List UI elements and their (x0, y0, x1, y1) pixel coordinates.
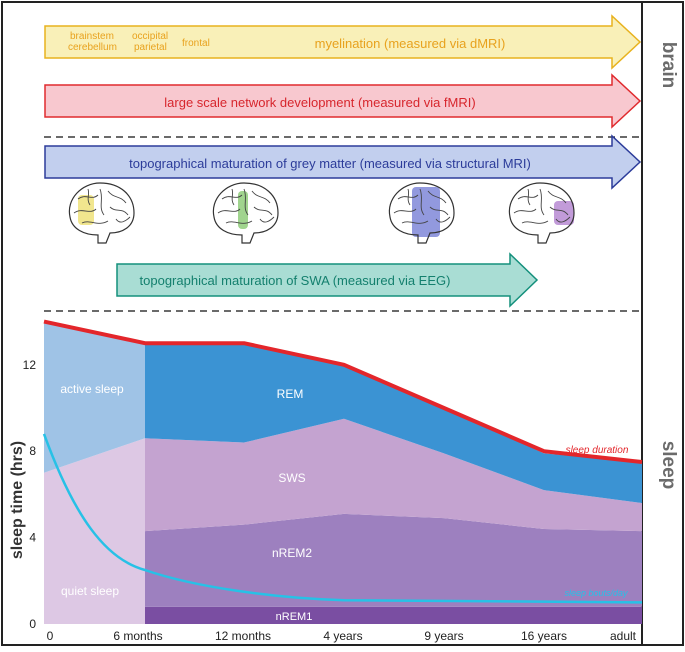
x-tick-label: adult (610, 629, 637, 643)
swa-label: topographical maturation of SWA (measure… (140, 273, 451, 288)
x-tick-label: 9 years (424, 629, 463, 643)
grey-matter-arrow (44, 134, 642, 190)
brain-region-highlight (78, 195, 94, 225)
nrem1-area (145, 606, 642, 624)
grey-matter-label: topographical maturation of grey matter … (129, 156, 531, 171)
quiet-sleep-area (44, 438, 145, 624)
sleep-duration-line (43, 319, 643, 464)
myelination-sublabels: brainstem cerebellum occipital parietal … (68, 31, 210, 53)
brain-side-label: brain (658, 42, 679, 88)
nrem1-label: nREM1 (276, 611, 313, 623)
sleep-bouts-label: sleep bouts/day (564, 588, 628, 598)
y-tick-label: 0 (29, 617, 36, 631)
sws-label: SWS (278, 471, 305, 485)
sleep-bouts-line (42, 433, 643, 604)
rem-area (145, 343, 642, 504)
sws-area (145, 418, 642, 532)
brain-region-highlight (412, 187, 440, 237)
y-tick-label: 8 (29, 444, 36, 458)
network-arrow (44, 73, 642, 129)
quiet-sleep-label: quiet sleep (61, 584, 119, 598)
sleep-chart: active sleep quiet sleep REM SWS nREM2 nREM1 s… (9, 319, 643, 643)
nrem2-area (145, 513, 642, 607)
y-axis-label: sleep time (hrs) (9, 441, 26, 559)
x-tick-label: 12 months (215, 629, 271, 643)
swa-arrow (116, 252, 539, 308)
sleep-side-label: sleep (658, 441, 679, 490)
myelination-arrow (44, 14, 642, 70)
brain-icon (508, 182, 575, 244)
x-tick-label: 0 (47, 629, 54, 643)
active-sleep-area (44, 321, 145, 473)
brain-illustrations (68, 182, 575, 244)
network-label: large scale network development (measure… (164, 95, 475, 110)
sublabel-occipital: occipital (132, 31, 168, 42)
brain-region-highlight (554, 201, 574, 225)
active-sleep-label: active sleep (60, 382, 124, 396)
y-tick-label: 12 (23, 358, 37, 372)
sublabel-cerebellum: cerebellum (68, 42, 117, 53)
nrem2-label: nREM2 (272, 546, 312, 560)
x-tick-label: 6 months (113, 629, 162, 643)
sublabel-parietal: parietal (134, 42, 167, 53)
y-tick-label: 4 (29, 531, 36, 545)
brain-icon (212, 182, 279, 244)
brain-icon (68, 182, 135, 244)
x-tick-label: 4 years (323, 629, 362, 643)
x-tick-label: 16 years (521, 629, 567, 643)
brain-icon (388, 182, 455, 244)
sleep-duration-label: sleep duration (566, 445, 629, 456)
sublabel-brainstem: brainstem (70, 31, 114, 42)
sublabel-frontal: frontal (182, 38, 210, 49)
myelination-label: myelination (measured via dMRI) (315, 36, 506, 51)
rem-label: REM (277, 387, 304, 401)
